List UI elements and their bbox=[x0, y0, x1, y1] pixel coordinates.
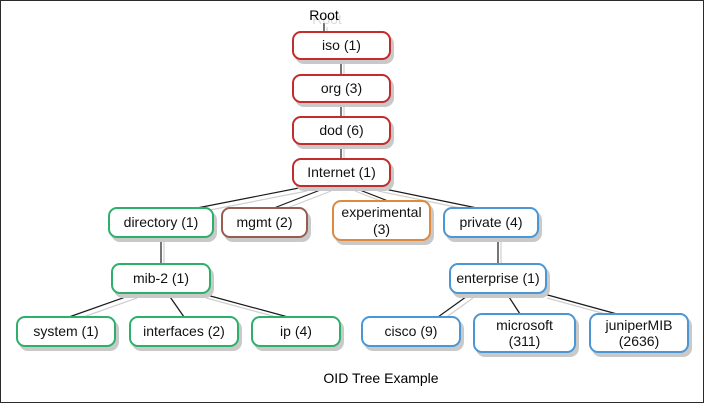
diagram-caption: OID Tree Example bbox=[323, 370, 439, 386]
node-label: private (4) bbox=[459, 214, 523, 231]
edge-mib2-interfaces bbox=[167, 293, 185, 318]
node-label: iso (1) bbox=[322, 37, 361, 54]
node-enterprise: enterprise (1) bbox=[449, 263, 547, 294]
node-label: ip (4) bbox=[280, 323, 312, 340]
edge-enterprise-junipermib bbox=[543, 293, 618, 315]
node-label: org (3) bbox=[320, 80, 363, 97]
node-private: private (4) bbox=[443, 207, 539, 238]
node-dod: dod (6) bbox=[292, 116, 391, 145]
node-label: juniperMIB (2636) bbox=[605, 316, 673, 349]
node-label: system (1) bbox=[33, 323, 99, 340]
edge-enterprise-microsoft bbox=[506, 293, 521, 315]
node-label: experimental (3) bbox=[341, 204, 422, 237]
node-label: interfaces (2) bbox=[143, 323, 225, 340]
node-junipermib: juniperMIB (2636) bbox=[589, 313, 689, 353]
edge-mib2-ip bbox=[202, 293, 289, 318]
node-label: mgmt (2) bbox=[236, 214, 293, 231]
node-iso: iso (1) bbox=[292, 31, 391, 60]
node-label: dod (6) bbox=[319, 122, 364, 139]
node-internet: Internet (1) bbox=[292, 158, 391, 187]
node-ip: ip (4) bbox=[251, 316, 341, 347]
node-label: enterprise (1) bbox=[456, 270, 540, 287]
node-label: Internet (1) bbox=[307, 164, 376, 181]
node-microsoft: microsoft (311) bbox=[473, 313, 576, 353]
node-mib-2: mib-2 (1) bbox=[111, 263, 211, 294]
node-directory: directory (1) bbox=[108, 207, 214, 238]
edge-mib2-system bbox=[68, 293, 135, 318]
root-node-label: Root bbox=[309, 7, 339, 23]
node-label: mib-2 (1) bbox=[132, 270, 189, 287]
edge-internet-directory bbox=[196, 186, 305, 209]
node-label: cisco (9) bbox=[384, 323, 438, 340]
node-interfaces: interfaces (2) bbox=[129, 316, 239, 347]
node-label: microsoft (311) bbox=[496, 316, 553, 349]
node-experimental: experimental (3) bbox=[332, 200, 431, 241]
node-cisco: cisco (9) bbox=[361, 316, 461, 347]
edge-internet-experimental bbox=[351, 186, 389, 202]
node-org: org (3) bbox=[292, 74, 391, 103]
edge-internet-mgmt bbox=[273, 186, 329, 209]
node-mgmt: mgmt (2) bbox=[221, 207, 308, 238]
edge-enterprise-cisco bbox=[437, 293, 471, 318]
node-label: directory (1) bbox=[123, 214, 199, 231]
node-system: system (1) bbox=[16, 316, 116, 347]
